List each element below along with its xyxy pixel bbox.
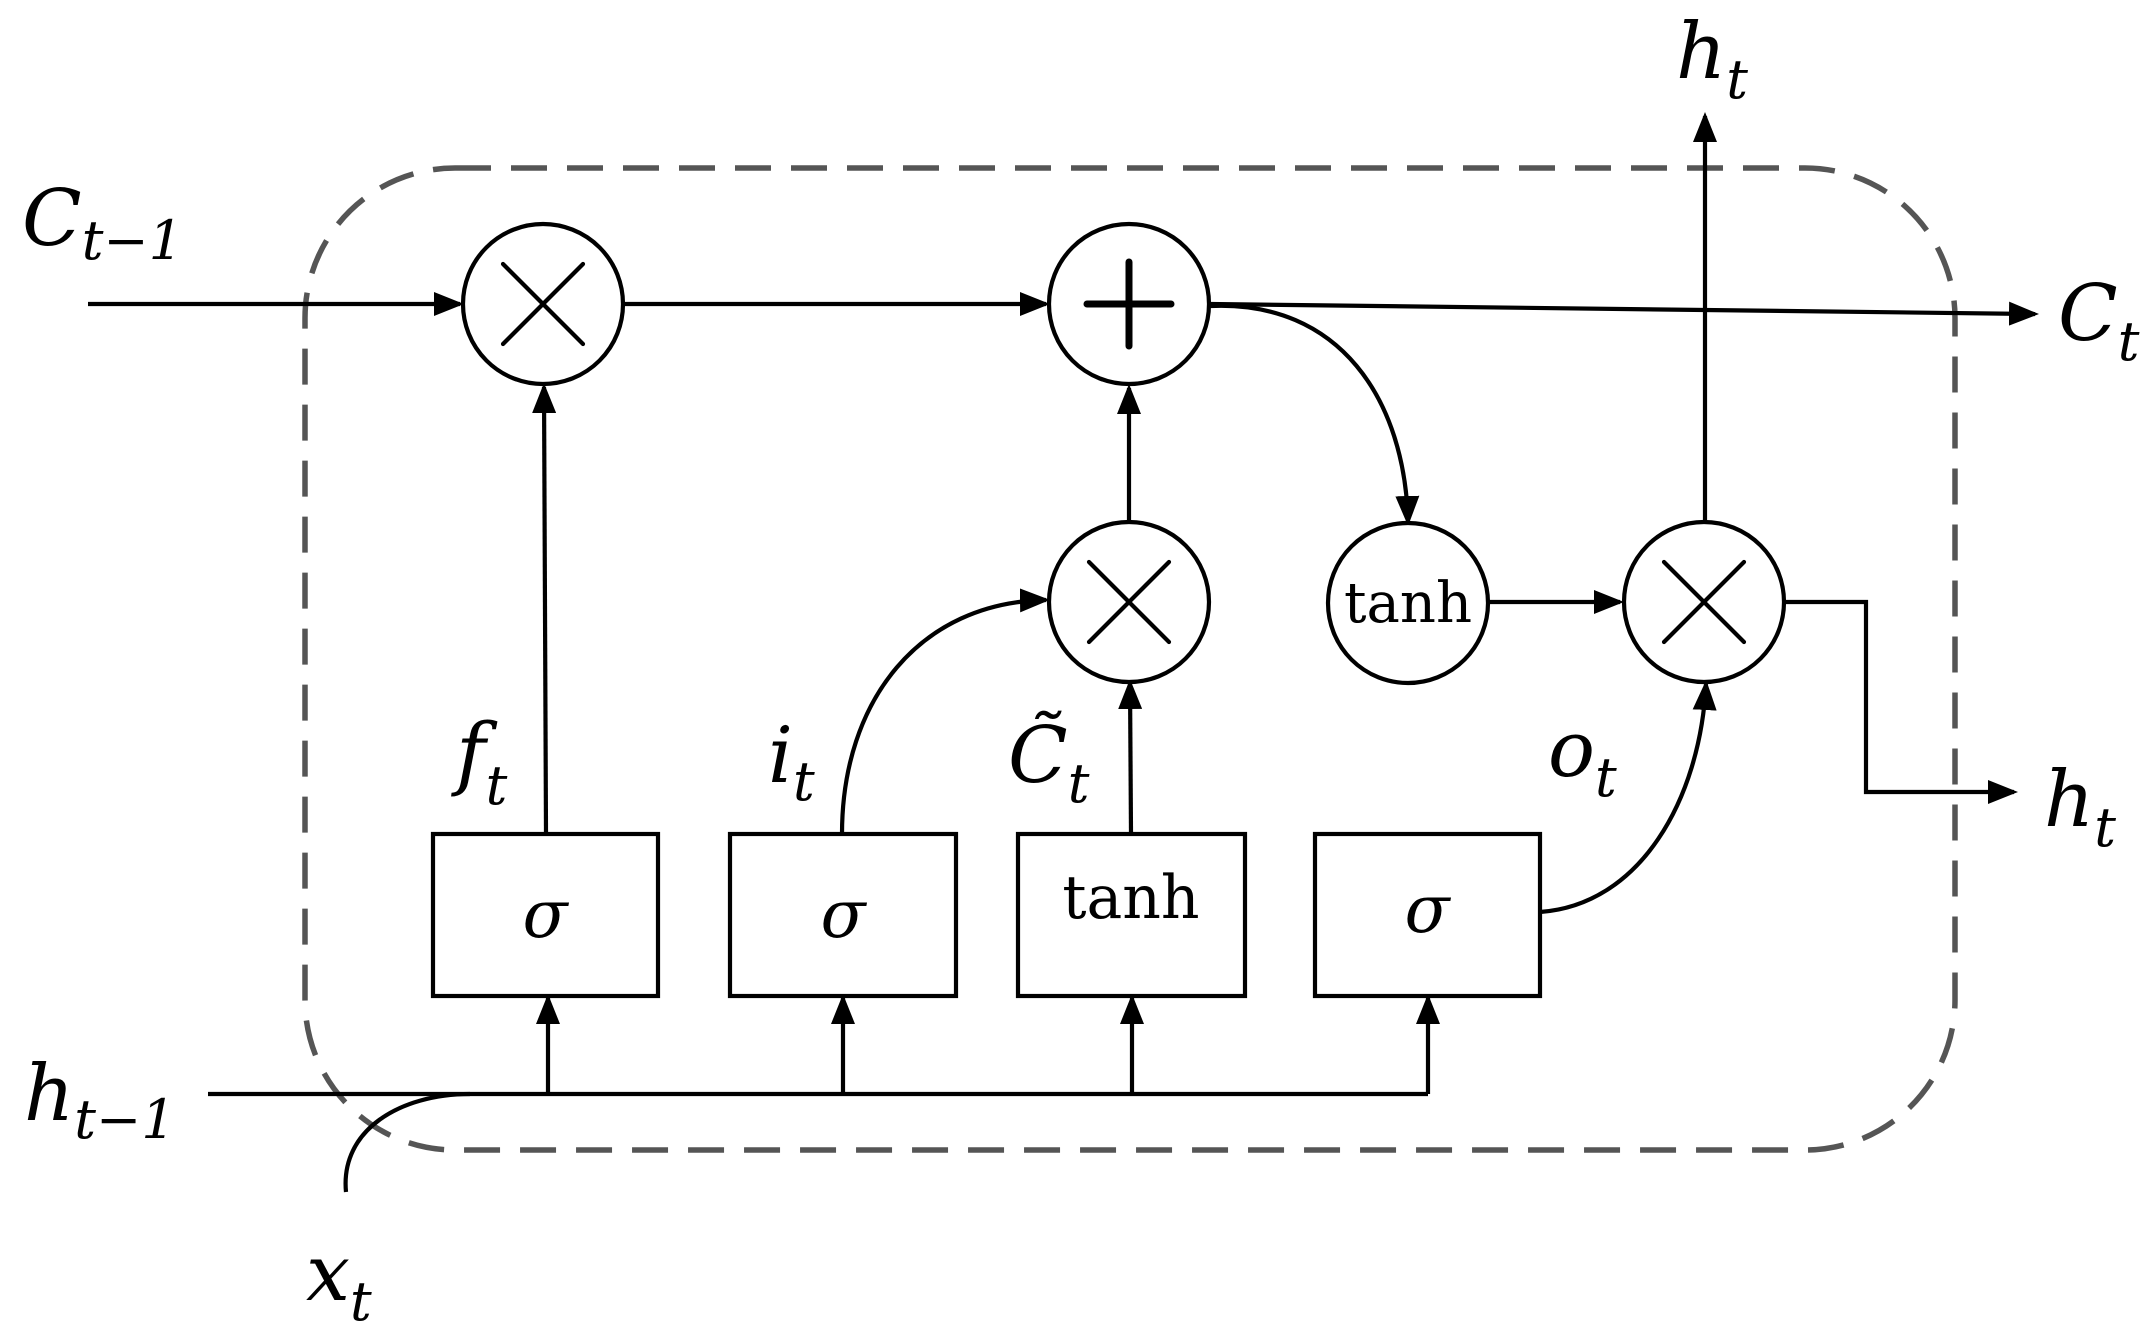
multiply-icon — [1086, 559, 1172, 645]
h-prev-label: ht−1 — [24, 1049, 176, 1151]
forget-gate-symbol: σ — [522, 876, 569, 953]
output-multiply-op — [1621, 519, 1787, 685]
multiply-icon — [500, 261, 586, 347]
multiply-icon — [1661, 559, 1747, 645]
h-top-label: ht — [1676, 7, 1748, 111]
h-right-wire — [1786, 599, 2018, 804]
candidate-gate-label: tanh — [1062, 863, 1199, 933]
input-output-label: it — [768, 711, 815, 813]
output-gate-label: ot — [1548, 705, 1617, 809]
c-out-wire — [1209, 301, 2039, 326]
input-gate: σ — [727, 831, 959, 999]
output-gate-wire — [1539, 680, 1717, 915]
cell-add-op — [1046, 221, 1212, 387]
output-gate-symbol: σ — [1404, 871, 1451, 948]
candidate-gate: tanh — [1015, 831, 1248, 999]
plus-icon — [1083, 258, 1175, 350]
cell-tanh-op: tanh — [1325, 520, 1491, 686]
output-gate: σ — [1312, 831, 1543, 999]
input-multiply-op — [1046, 519, 1212, 685]
h-right-label: ht — [2044, 755, 2116, 859]
c-prev-label: Ct−1 — [22, 174, 183, 272]
cell-tanh-label: tanh — [1344, 571, 1472, 636]
forget-gate-wire — [532, 383, 557, 835]
candidate-wire — [1118, 679, 1143, 835]
x-input-label: xt — [306, 1229, 372, 1332]
input-gate-wire — [839, 588, 1050, 835]
candidate-output-label: C̃t — [1008, 709, 1090, 815]
add-to-tanh-wire — [1209, 303, 1420, 526]
cell-boundary — [302, 165, 1958, 1153]
forget-gate: σ — [430, 831, 661, 999]
x-input-curve — [343, 1091, 471, 1193]
c-out-label: Ct — [2058, 269, 2140, 373]
forget-multiply-op — [460, 221, 626, 387]
input-gate-symbol: σ — [820, 876, 867, 953]
forget-output-label: ft — [451, 706, 508, 817]
